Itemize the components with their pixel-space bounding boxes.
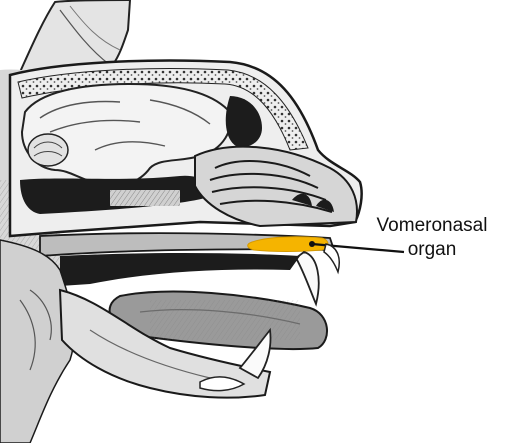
- label-line-1: Vomeronasal: [362, 214, 502, 238]
- label-line-2: organ: [362, 238, 502, 262]
- oral-cavity: [60, 253, 300, 286]
- upper-canine: [296, 252, 319, 304]
- cerebellum: [28, 134, 68, 166]
- upper-incisor: [324, 244, 339, 272]
- callout-pointer-dot: [309, 241, 315, 247]
- vomeronasal-organ-label: Vomeronasal organ: [362, 214, 502, 262]
